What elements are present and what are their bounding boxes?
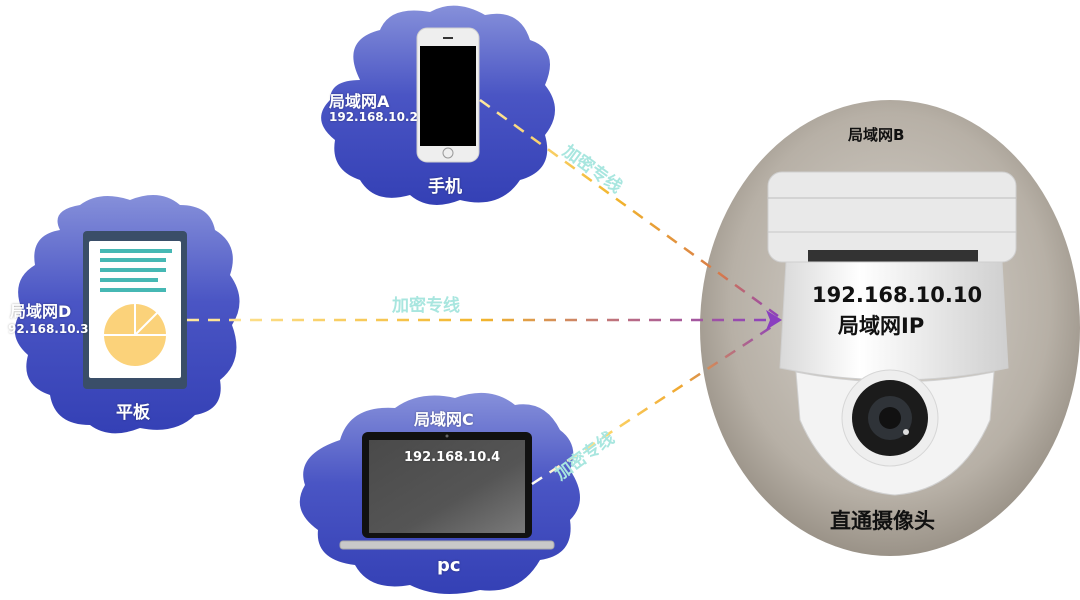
link-lan-d-label: 加密专线 [392, 296, 460, 316]
link-lan-c [531, 322, 777, 486]
lan-d-device-label: 平板 [116, 403, 150, 423]
lan-b-ip-label: 192.168.10.10 [812, 283, 983, 307]
tablet-icon [83, 231, 187, 389]
lan-a-cloud [321, 5, 555, 205]
lan-c-ip-label: 192.168.10.4 [404, 450, 501, 465]
lan-b-device-label: 直通摄像头 [830, 509, 935, 533]
camera-node [700, 100, 1080, 556]
smartphone-icon [416, 27, 480, 163]
lan-c-device-label: pc [437, 555, 461, 576]
arrow-head-icon [766, 310, 782, 330]
laptop-icon [339, 432, 555, 550]
lan-a-device-label: 手机 [428, 177, 462, 197]
lan-d-ip-label: 92.168.10.3 [8, 322, 89, 336]
lan-a-ip-label: 192.168.10.2 [329, 110, 418, 124]
lan-c-network-label: 局域网C [414, 410, 474, 429]
dome-camera-icon [767, 171, 1017, 496]
lan-b-network-label: 局域网B [848, 126, 905, 144]
lan-d-network-label: 局域网D [10, 302, 72, 321]
lan-b-ip-type-label: 局域网IP [838, 314, 925, 338]
lan-a-network-label: 局域网A [329, 92, 390, 111]
lan-d-cloud [14, 195, 240, 434]
lan-c-cloud [299, 392, 580, 594]
